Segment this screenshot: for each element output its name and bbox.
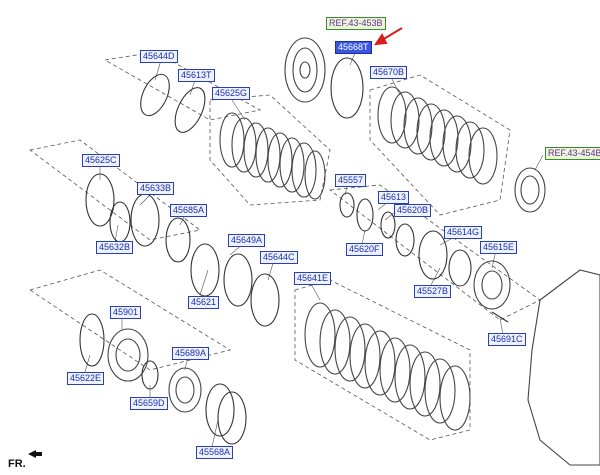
front-direction-label: FR. [8, 458, 26, 470]
label-45632b[interactable]: 45632B [96, 241, 134, 254]
ring-45613 [380, 211, 396, 239]
ring-45668t [330, 57, 364, 119]
front-arrow-icon [28, 450, 42, 458]
ring-45644c [250, 273, 280, 327]
part-45901 [107, 328, 149, 382]
ring-45622e [79, 313, 105, 367]
ring-45625c [85, 173, 115, 227]
label-45644c[interactable]: 45644C [260, 251, 298, 264]
ring-45644d [140, 73, 170, 117]
transmission-case [527, 269, 600, 466]
clutch-pack-45670b [377, 86, 498, 185]
label-45670b[interactable]: 45670B [370, 66, 408, 79]
label-45615e[interactable]: 45615E [480, 241, 518, 254]
ring-45632b [109, 201, 131, 243]
label-45641e[interactable]: 45641E [294, 272, 332, 285]
assembly-ref-43-453b [284, 37, 326, 103]
label-45621[interactable]: 45621 [188, 296, 220, 309]
label-45668t[interactable]: 45668T [335, 41, 372, 54]
label-45659d[interactable]: 45659D [130, 397, 168, 410]
ring-45633b [130, 193, 160, 247]
ring-45659d [141, 360, 159, 390]
label-45614g[interactable]: 45614G [444, 226, 483, 239]
label-45689a[interactable]: 45689A [172, 347, 210, 360]
label-45568a[interactable]: 45568A [196, 446, 234, 459]
bolt-45691c [491, 311, 509, 323]
group-box-top-left [103, 51, 262, 121]
label-45644d[interactable]: 45644D [140, 50, 178, 63]
label-45901[interactable]: 45901 [110, 306, 142, 319]
label-ref-43-453b[interactable]: REF.43-453B [326, 17, 386, 30]
ring-45621 [190, 243, 220, 297]
label-45620f[interactable]: 45620F [346, 243, 383, 256]
clutch-pack-45641e [304, 302, 471, 431]
label-45625g[interactable]: 45625G [212, 87, 251, 100]
ring-45649a [223, 253, 253, 307]
label-45622e[interactable]: 45622E [67, 372, 105, 385]
label-45527b[interactable]: 45527B [414, 285, 452, 298]
part-45689a [168, 367, 202, 413]
group-box-right-clutch [369, 74, 511, 216]
label-45625c[interactable]: 45625C [82, 154, 120, 167]
part-45615e [473, 260, 511, 310]
label-45613[interactable]: 45613 [378, 191, 410, 204]
label-45557[interactable]: 45557 [335, 174, 367, 187]
ring-45568a-b [217, 391, 247, 445]
ring-45568a [205, 383, 235, 437]
label-45620b[interactable]: 45620B [394, 204, 432, 217]
group-box-clutch-g [209, 94, 331, 206]
highlight-arrow [373, 27, 403, 46]
ring-45527b [448, 249, 472, 287]
label-ref-43-454b[interactable]: REF.43-454B [545, 147, 600, 160]
clutch-pack-45625g [219, 112, 326, 200]
ring-45620b [395, 223, 415, 257]
gear-ref-43-454b [514, 167, 546, 213]
ring-45557 [339, 192, 355, 218]
label-45633b[interactable]: 45633B [137, 182, 175, 195]
group-box-left-2 [29, 269, 232, 371]
group-box-left-1 [29, 139, 201, 241]
ring-45613t [174, 87, 206, 133]
label-45613t[interactable]: 45613T [178, 69, 215, 82]
ring-45614g [418, 230, 448, 280]
label-45685a[interactable]: 45685A [170, 204, 208, 217]
label-45649a[interactable]: 45649A [228, 234, 266, 247]
ring-45685a [165, 217, 191, 263]
label-45691c[interactable]: 45691C [488, 333, 526, 346]
ring-45620f [356, 198, 374, 232]
